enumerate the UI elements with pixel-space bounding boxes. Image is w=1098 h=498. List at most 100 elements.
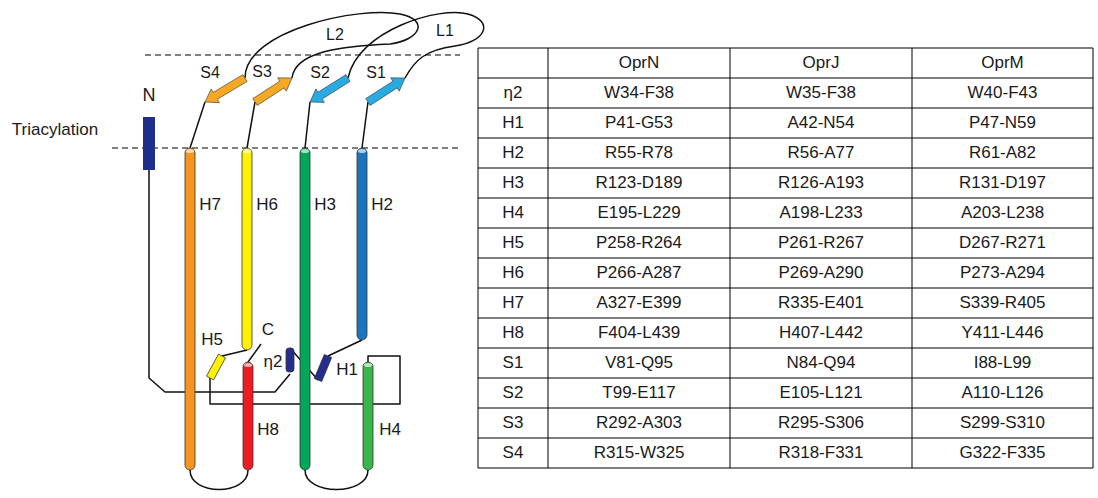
table-rule — [478, 468, 1093, 469]
chain-line — [247, 102, 255, 148]
chain-line — [362, 102, 368, 148]
table-cell: G322-F335 — [960, 444, 1046, 463]
chain-line — [328, 340, 362, 356]
helix-cap — [244, 363, 252, 367]
helix-cylinder — [243, 362, 253, 470]
structure-label: H4 — [379, 421, 401, 440]
table-cell: P47-N59 — [969, 114, 1036, 133]
table-cell: H6 — [502, 264, 524, 283]
structure-label: C — [262, 321, 274, 340]
table-cell: R315-W325 — [594, 444, 685, 463]
table-cell: P269-A290 — [778, 264, 863, 283]
chain-line — [305, 470, 368, 490]
table-cell: P41-G53 — [605, 114, 673, 133]
helix-cylinder — [363, 362, 373, 470]
table-rule — [478, 348, 1093, 349]
structure-label: L1 — [436, 22, 454, 40]
table-cell: H8 — [502, 324, 524, 343]
helix-cylinder — [314, 355, 331, 382]
boundary-line — [145, 54, 460, 55]
structure-label: H2 — [371, 196, 393, 215]
table-cell: R123-D189 — [596, 174, 683, 193]
table-rule — [478, 108, 1093, 109]
table-cell: OprJ — [803, 54, 840, 73]
helix-cap — [358, 149, 366, 153]
table-cell: H2 — [502, 144, 524, 163]
table-cell: η2 — [504, 84, 523, 103]
table-cell: V81-Q95 — [605, 354, 673, 373]
table-rule — [478, 48, 1093, 49]
structure-label: S1 — [366, 64, 386, 82]
structure-label: S4 — [200, 64, 220, 82]
structure-label: H6 — [256, 196, 278, 215]
lipid-anchor — [143, 117, 155, 170]
table-cell: P266-A287 — [596, 264, 681, 283]
table-rule — [478, 408, 1093, 409]
table-cell: I88-L99 — [974, 354, 1032, 373]
chain-line — [222, 350, 247, 356]
table-rule — [478, 318, 1093, 319]
table-cell: H407-L442 — [779, 324, 863, 343]
chain-line — [190, 470, 248, 490]
table-cell: R335-E401 — [778, 294, 864, 313]
table-cell: A327-E399 — [596, 294, 681, 313]
helix-cylinder — [207, 354, 226, 380]
structure-label: H7 — [199, 196, 221, 215]
table-cell: T99-E117 — [602, 384, 675, 403]
boundary-line — [112, 147, 460, 148]
table-cell: H3 — [502, 174, 524, 193]
table-cell: A42-N54 — [787, 114, 854, 133]
table-cell: S1 — [503, 354, 524, 373]
table-cell: OprM — [981, 54, 1024, 73]
structure-label: η2 — [264, 353, 283, 372]
helix-cylinder — [185, 148, 195, 470]
table-rule — [478, 378, 1093, 379]
table-rule — [478, 198, 1093, 199]
table-rule — [478, 78, 1093, 79]
structure-label: L2 — [326, 26, 344, 44]
table-cell: H7 — [502, 294, 524, 313]
table-rule — [478, 138, 1093, 139]
table-cell: S299-S310 — [960, 414, 1045, 433]
table-rule — [478, 438, 1093, 439]
table-cell: R61-A82 — [969, 144, 1036, 163]
table-cell: A110-L126 — [962, 384, 1044, 403]
structure-label: Triacylation — [12, 121, 98, 140]
helix-cap — [186, 149, 194, 153]
helix-cylinder — [357, 148, 367, 340]
table-cell: H1 — [502, 114, 524, 133]
chain-line — [190, 102, 205, 148]
table-rule — [478, 168, 1093, 169]
structure-label: S2 — [310, 64, 330, 82]
table-cell: F404-L439 — [598, 324, 680, 343]
table-cell: N84-Q94 — [787, 354, 856, 373]
helix-cap — [301, 149, 309, 153]
table-cell: S3 — [503, 414, 524, 433]
table-cell: A198-L233 — [779, 204, 862, 223]
table-cell: P273-A294 — [960, 264, 1045, 283]
helix-cap — [243, 149, 251, 153]
table-rule — [478, 258, 1093, 259]
table-cell: R292-A303 — [596, 414, 682, 433]
table-cell: R55-R78 — [605, 144, 673, 163]
table-cell: R126-A193 — [778, 174, 864, 193]
strand-arrow — [366, 78, 405, 106]
table-cell: P261-R267 — [778, 234, 864, 253]
chain-line — [149, 170, 290, 392]
helix-cylinder — [242, 148, 252, 350]
helix-cylinder — [300, 148, 310, 470]
helix-cap — [364, 363, 372, 367]
table-cell: H4 — [502, 204, 524, 223]
table-cell: R318-F331 — [778, 444, 863, 463]
table-cell: P258-R264 — [596, 234, 682, 253]
structure-label: N — [143, 86, 156, 106]
chain-line — [305, 102, 310, 148]
table-cell: W35-F38 — [786, 84, 856, 103]
table-cell: R295-S306 — [778, 414, 864, 433]
table-cell: R131-D197 — [959, 174, 1046, 193]
table-cell: E105-L121 — [779, 384, 862, 403]
structure-label: S3 — [252, 63, 272, 81]
structure-label: H3 — [314, 196, 336, 215]
